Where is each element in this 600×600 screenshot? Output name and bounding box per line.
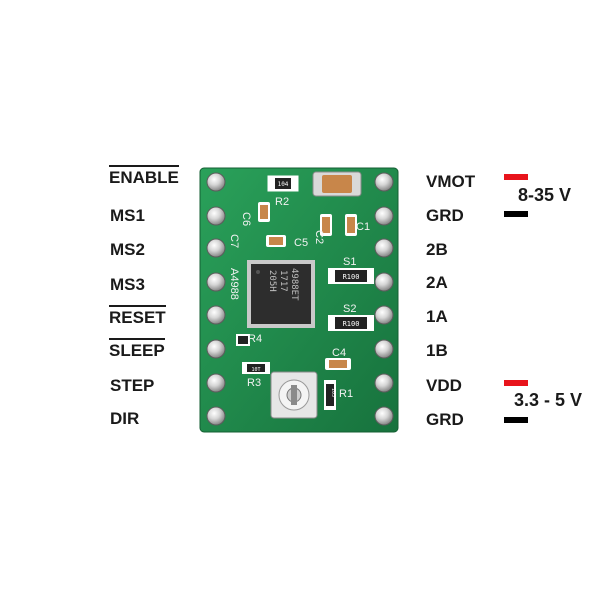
pin-label-enable: ENABLE — [109, 165, 179, 188]
svg-text:R4: R4 — [248, 333, 262, 345]
small-resistors: 10T 103 — [236, 334, 336, 410]
pin-label-grd-logic: GRD — [426, 410, 464, 429]
potentiometer — [270, 371, 318, 419]
svg-text:S2: S2 — [343, 303, 356, 315]
svg-text:C5: C5 — [294, 237, 308, 249]
logic-positive-wire — [504, 380, 528, 386]
motor-voltage-range: 8-35 V — [518, 185, 572, 205]
svg-text:C6: C6 — [240, 212, 252, 226]
svg-text:205H: 205H — [267, 270, 277, 292]
large-capacitor — [312, 171, 362, 197]
resistor-r2: 104 — [267, 175, 299, 192]
svg-text:R100: R100 — [343, 320, 360, 328]
svg-text:C2: C2 — [313, 230, 325, 244]
pin-label-2a: 2A — [426, 273, 448, 292]
logic-ground-wire — [504, 417, 528, 423]
pin-label-1b: 1B — [426, 341, 448, 360]
smd-capacitors — [258, 202, 357, 370]
pin-label-dir: DIR — [110, 409, 140, 428]
svg-text:R2: R2 — [275, 196, 289, 208]
svg-text:C4: C4 — [332, 347, 346, 359]
pin-label-sleep: SLEEP — [109, 338, 165, 361]
left-header-pins — [206, 172, 226, 426]
logic-voltage-range: 3.3 - 5 V — [514, 390, 583, 410]
svg-text:104: 104 — [278, 181, 289, 188]
svg-text:1717: 1717 — [278, 270, 288, 292]
silkscreen-labels: R2 R3 R1 C6 C7 C5 C2 C1 C4 S1 S2 A4988 R… — [228, 196, 370, 400]
svg-text:C7: C7 — [228, 234, 240, 248]
pin-label-reset: RESET — [109, 305, 166, 328]
pin-label-vmot: VMOT — [426, 172, 476, 191]
svg-text:10T: 10T — [251, 367, 260, 373]
svg-text:R100: R100 — [343, 273, 360, 281]
svg-text:R3: R3 — [247, 377, 261, 389]
pin-label-ms2: MS2 — [110, 240, 145, 259]
svg-text:A4988: A4988 — [228, 268, 240, 300]
pin-label-ms3: MS3 — [110, 275, 145, 294]
sense-resistors: R100 R100 — [328, 268, 374, 331]
svg-text:C1: C1 — [356, 221, 370, 233]
pin-label-1a: 1A — [426, 307, 448, 326]
motor-positive-wire — [504, 174, 528, 180]
pin-label-step: STEP — [110, 376, 155, 395]
pin-label-ms1: MS1 — [110, 206, 145, 225]
svg-text:S1: S1 — [343, 256, 356, 268]
svg-text:R1: R1 — [339, 388, 353, 400]
pin-label-vdd: VDD — [426, 376, 462, 395]
svg-text:103: 103 — [330, 388, 336, 397]
pin-label-grd-motor: GRD — [426, 206, 464, 225]
motor-ground-wire — [504, 211, 528, 217]
svg-text:4988ET: 4988ET — [289, 268, 299, 301]
right-header-pins — [374, 172, 394, 426]
a4988-chip: 4988ET 1717 205H — [247, 260, 315, 328]
pin-label-2b: 2B — [426, 240, 448, 259]
